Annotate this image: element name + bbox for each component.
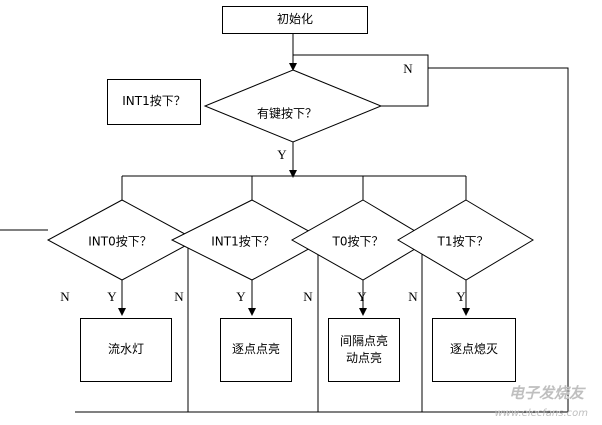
watermark-brand: 电子发烧友	[508, 384, 584, 402]
int0-yes-label: Y	[107, 289, 117, 304]
feedback-line-right	[190, 67, 569, 413]
t0-decision-label: T0按下？	[332, 234, 384, 249]
watermark-url: www.elecfans.com	[494, 408, 588, 419]
action-box-flowing-light: 流水灯	[80, 318, 172, 382]
key-decision-yes-label: Y	[277, 147, 287, 162]
action-box-dim-one-by-one: 逐点熄灭	[432, 318, 516, 382]
int1-no-label: N	[174, 289, 184, 304]
t0-no-label: N	[303, 289, 313, 304]
action-box-light-one-by-one: 逐点点亮	[220, 318, 292, 382]
t0-decision-diamond	[290, 199, 431, 281]
key-decision-diamond	[203, 69, 383, 143]
t1-decision-diamond	[397, 199, 534, 281]
int1-decision-label: INT1按下？	[211, 234, 275, 249]
int0-decision-label: INT0按下？	[88, 234, 152, 249]
int1-yes-label: Y	[236, 289, 246, 304]
int0-decision-diamond	[46, 199, 198, 281]
t1-yes-label: Y	[456, 289, 466, 304]
t0-no-line	[317, 239, 320, 412]
int0-no-label: N	[60, 289, 70, 304]
t1-decision-label: T1按下？	[437, 234, 489, 249]
t1-no-label: N	[408, 289, 418, 304]
no-loop-line	[293, 54, 429, 107]
int1-no-line	[187, 243, 196, 412]
int1-decision-diamond	[170, 199, 327, 281]
start-box: 初始化	[222, 6, 368, 34]
t0-yes-label: Y	[357, 289, 367, 304]
action-box-interval-light: 间隔点亮 动点亮	[328, 318, 400, 382]
int1-note-box: INT1按下？	[107, 79, 201, 125]
key-decision-no-label: N	[403, 61, 413, 76]
key-decision-label: 有键按下？	[256, 106, 318, 121]
